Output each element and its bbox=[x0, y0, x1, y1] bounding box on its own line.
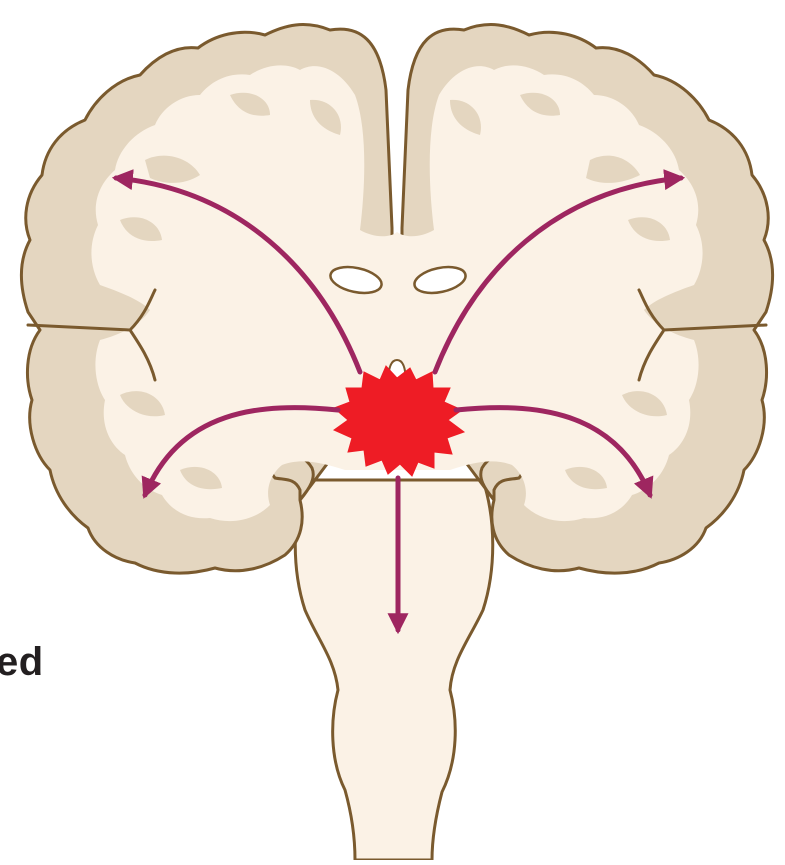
cropped-caption-text: ed bbox=[0, 640, 44, 685]
brainstem bbox=[295, 480, 493, 860]
